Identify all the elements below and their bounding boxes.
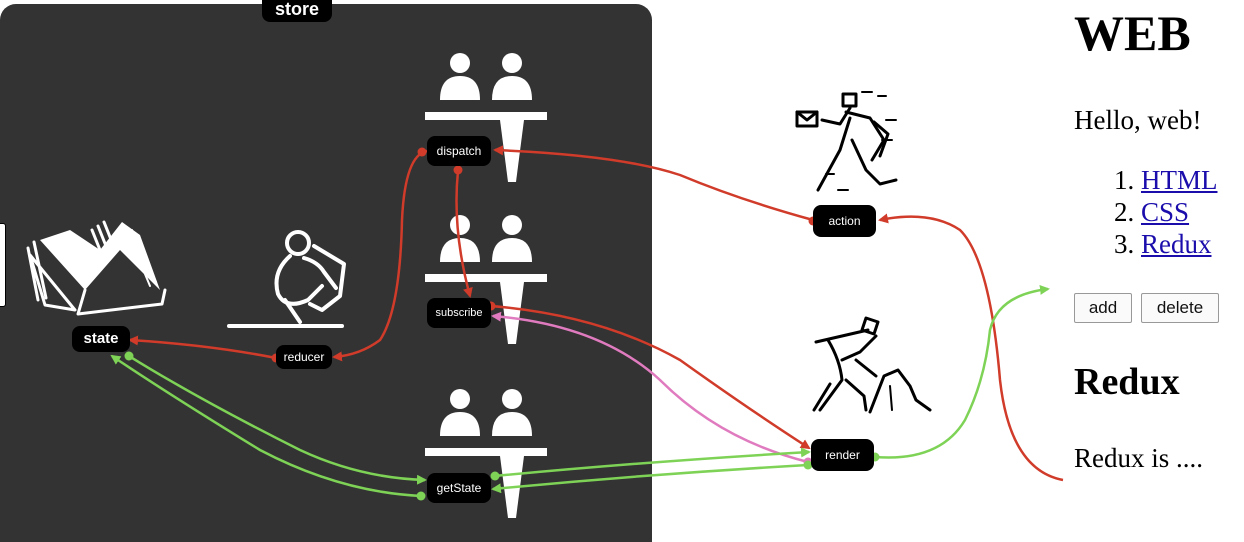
- web-topic-list: 1. HTML 2. CSS 3. Redux: [1114, 164, 1218, 260]
- list-item: 2. CSS: [1114, 196, 1218, 228]
- arrow-render-to-getstate: [491, 463, 809, 494]
- worker-icon: [812, 316, 932, 414]
- list-number: 2.: [1114, 197, 1135, 227]
- link-html[interactable]: HTML: [1141, 165, 1218, 195]
- arrow-subscribe-to-render: [490, 304, 811, 450]
- store-label: store: [262, 0, 332, 22]
- redux-section-title: Redux: [1074, 361, 1180, 403]
- counter-icon-getstate: [425, 389, 547, 518]
- web-title: WEB: [1074, 5, 1191, 61]
- counter-icon-dispatch: [425, 53, 547, 182]
- arrow-getstate-to-state: [110, 354, 422, 498]
- list-item: 1. HTML: [1114, 164, 1218, 196]
- courier-icon: [795, 91, 898, 192]
- writer-icon: [227, 230, 346, 328]
- node-render: render: [811, 439, 874, 471]
- arrow-web-to-action: [878, 213, 1064, 482]
- arrow-render-to-web: [874, 284, 1050, 459]
- side-tab-handle: [0, 223, 6, 307]
- node-subscribe: subscribe: [427, 298, 491, 328]
- node-dispatch: dispatch: [427, 136, 491, 166]
- arrow-reducer-to-state: [128, 335, 277, 360]
- list-item: 3. Redux: [1114, 228, 1218, 260]
- book-icon: [26, 220, 167, 316]
- arrow-dispatch-to-subscribe: [455, 170, 473, 298]
- node-state: state: [72, 326, 130, 352]
- list-number: 3.: [1114, 229, 1135, 259]
- list-number: 1.: [1114, 165, 1135, 195]
- arrow-render-to-subscribe: [491, 311, 809, 464]
- web-greeting: Hello, web!: [1074, 105, 1202, 135]
- node-action: action: [813, 205, 876, 237]
- arrow-getstate-to-render: [494, 447, 811, 478]
- node-getstate: getState: [427, 473, 491, 503]
- redux-section-text: Redux is ....: [1074, 443, 1204, 473]
- arrow-action-to-dispatch: [493, 145, 814, 222]
- delete-button[interactable]: delete: [1141, 293, 1219, 323]
- arrow-dispatch-to-reducer: [332, 149, 428, 362]
- arrow-state-to-getstate: [128, 354, 427, 485]
- link-redux[interactable]: Redux: [1141, 229, 1212, 259]
- add-button[interactable]: add: [1074, 293, 1132, 323]
- link-css[interactable]: CSS: [1141, 197, 1190, 227]
- node-reducer: reducer: [276, 345, 332, 369]
